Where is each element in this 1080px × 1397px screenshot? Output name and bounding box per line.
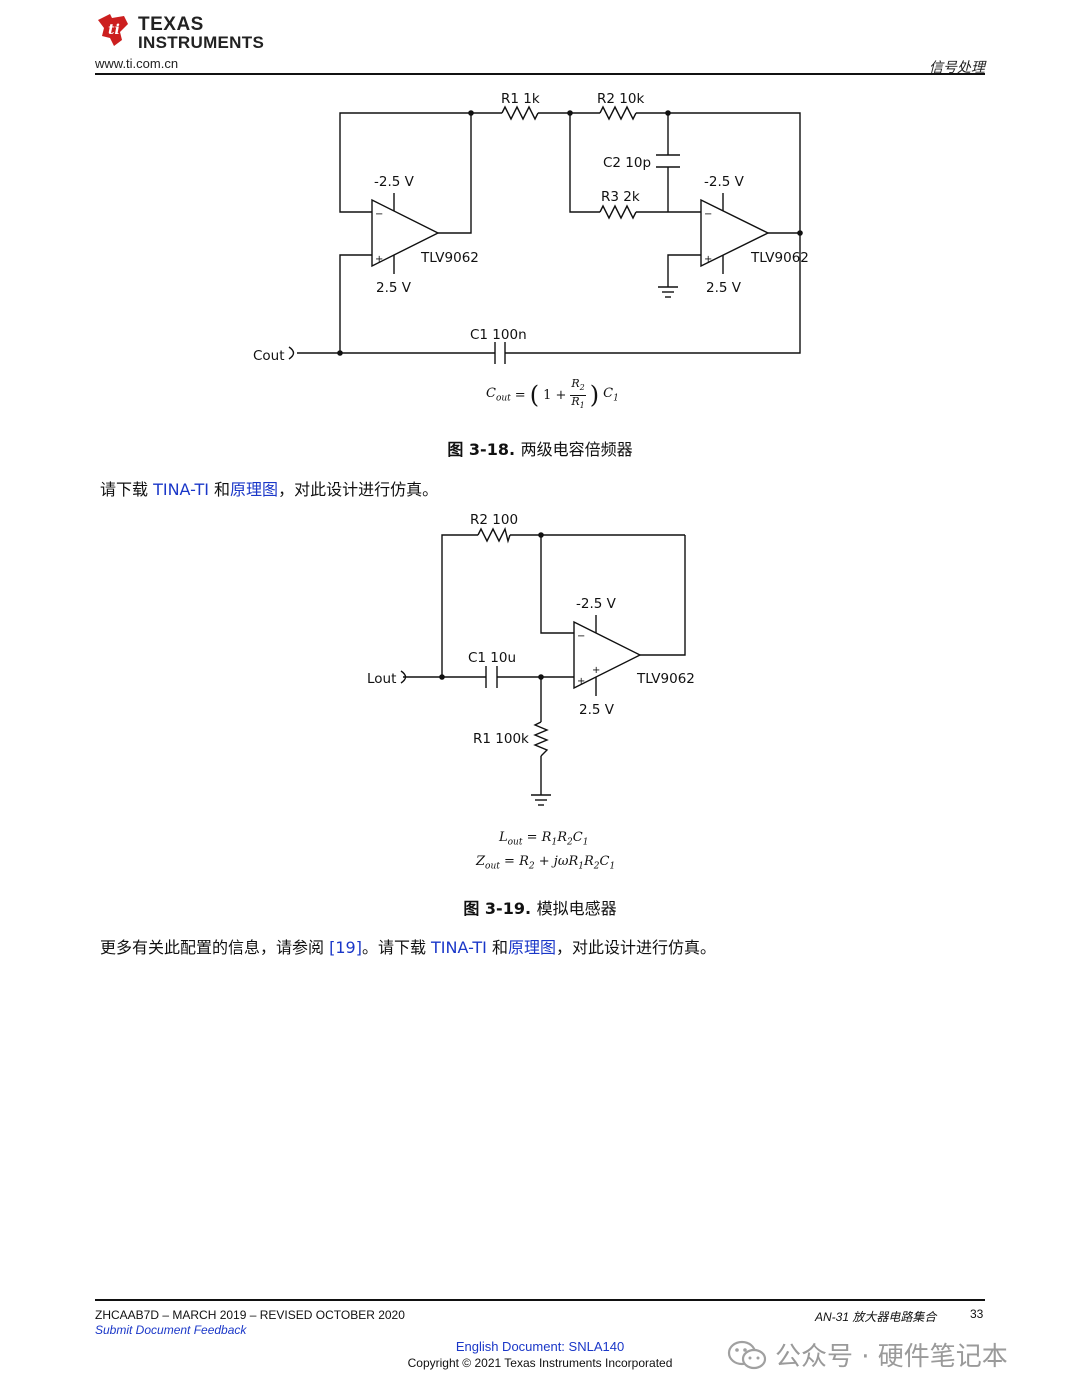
- schematic-link-2[interactable]: 原理图: [507, 938, 556, 957]
- eq1-cap: C: [603, 386, 614, 402]
- fig2-r1-label: R1 100k: [473, 731, 529, 747]
- submit-feedback-link[interactable]: Submit Document Feedback: [95, 1323, 247, 1337]
- schematic-link-1[interactable]: 原理图: [230, 480, 279, 499]
- fig1-equation: Cout = ( 1 + R2 R1 ) C1: [486, 377, 619, 410]
- fig2-opamp-pos-supply: 2.5 V: [579, 702, 615, 718]
- fig1-opamp-b-pos-supply: 2.5 V: [706, 280, 742, 296]
- svg-text:ti: ti: [108, 22, 120, 38]
- header-rule: [95, 73, 985, 75]
- fig1-opamp-b-label: TLV9062: [750, 250, 809, 266]
- footer-rule: [95, 1299, 985, 1301]
- fig1-opamp-a-plus: +: [375, 254, 383, 265]
- eq1-equals: =: [514, 387, 526, 403]
- fig1-opamp-b-plus: +: [704, 254, 712, 265]
- doc-id: ZHCAAB7D – MARCH 2019 – REVISED OCTOBER …: [95, 1308, 405, 1322]
- eq1-fraction: R2 R1: [570, 377, 586, 410]
- fig2-opamp-minus: −: [577, 631, 585, 642]
- fig1-cout-port-label: Cout: [253, 348, 285, 364]
- eq1-lhs: C: [486, 386, 496, 402]
- paragraph-1: 请下载 TINA-TI 和原理图，对此设计进行仿真。: [100, 480, 439, 499]
- fig1-opamp-b-minus: −: [704, 209, 712, 220]
- fig2-equation-1: Lout = R1R2C1: [499, 830, 589, 848]
- logo-line-1: TEXAS: [138, 14, 204, 35]
- fig2-opamp-plus: +: [577, 676, 585, 687]
- figure-3-19-caption: 图 3-19. 模拟电感器: [463, 899, 617, 918]
- tina-ti-link-2[interactable]: TINA-TI: [431, 938, 487, 957]
- logo-line-2: INSTRUMENTS: [138, 33, 265, 52]
- website-link[interactable]: www.ti.com.cn: [95, 56, 179, 71]
- fig1-opamp-b-neg-supply: -2.5 V: [704, 174, 745, 190]
- copyright: Copyright © 2021 Texas Instruments Incor…: [407, 1356, 673, 1370]
- figure-3-18-caption: 图 3-18. 两级电容倍频器: [447, 440, 633, 459]
- wechat-icon: [727, 1340, 767, 1369]
- eq1-paren-open: (: [529, 381, 540, 409]
- fig1-opamp-a-pos-supply: 2.5 V: [376, 280, 412, 296]
- watermark: 公众号 · 硬件笔记本: [727, 1336, 1008, 1373]
- fig2-opamp-label: TLV9062: [636, 671, 695, 687]
- fig1-r2-label: R2 10k: [597, 91, 644, 107]
- eq1-paren-close: ): [589, 381, 600, 409]
- tina-ti-link-1[interactable]: TINA-TI: [153, 480, 209, 499]
- watermark-text: 公众号 · 硬件笔记本: [775, 1342, 1008, 1372]
- section-title: 信号处理: [929, 60, 985, 76]
- eq1-one-plus: 1 +: [543, 387, 567, 403]
- paragraph-2: 更多有关此配置的信息，请参阅 [19]。请下载 TINA-TI 和原理图，对此设…: [100, 938, 717, 957]
- fig2-r2-label: R2 100: [470, 512, 518, 528]
- fig1-opamp-a-label: TLV9062: [420, 250, 479, 266]
- fig2-opamp-neg-supply: -2.5 V: [576, 596, 617, 612]
- ti-logo-icon: ti: [98, 14, 128, 46]
- fig2-equation-2: Zout = R2 + jωR1R2C1: [476, 854, 616, 872]
- ti-wordmark: TEXAS INSTRUMENTS: [138, 14, 265, 52]
- fig2-opamp-plus-inner: +: [592, 665, 600, 676]
- eq1-lhs-sub: out: [495, 393, 511, 404]
- reference-19-link[interactable]: [19]: [329, 938, 362, 957]
- fig1-opamp-a-minus: −: [375, 209, 383, 220]
- fig2-lout-port-label: Lout: [367, 671, 396, 687]
- fig2-c1-label: C1 10u: [468, 650, 516, 666]
- fig1-opamp-a-neg-supply: -2.5 V: [374, 174, 415, 190]
- fig1-c2-label: C2 10p: [603, 155, 651, 171]
- page-number: 33: [970, 1307, 984, 1321]
- doc-title: AN-31 放大器电路集合: [815, 1310, 937, 1324]
- fig1-c1-label: C1 100n: [470, 327, 527, 343]
- fig1-r3-label: R3 2k: [601, 189, 640, 205]
- fig1-r1-label: R1 1k: [501, 91, 540, 107]
- english-doc-link[interactable]: English Document: SNLA140: [455, 1339, 625, 1354]
